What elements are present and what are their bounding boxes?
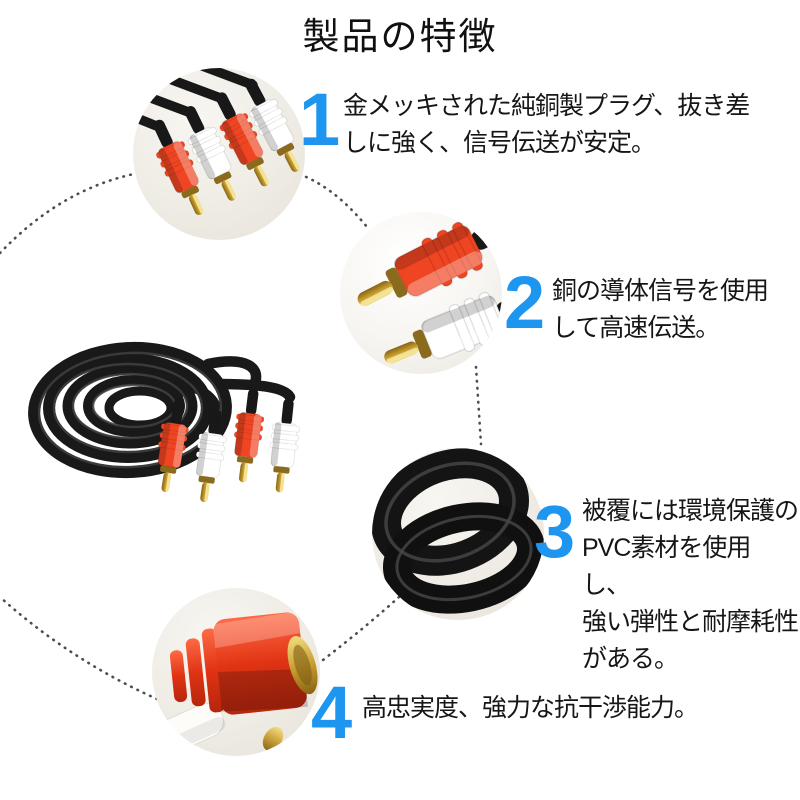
feature-1-number: 1 (299, 78, 341, 161)
feature-1-text: 金メッキされた純銅製プラグ、抜き差 しに強く、信号伝送が安定。 (343, 88, 783, 162)
red-rca-plug (228, 386, 268, 485)
red-connector-closeup-photo (152, 611, 318, 756)
feature-1-photo-bubble (133, 68, 305, 240)
feature-2-photo-bubble (340, 212, 502, 374)
black-cable-coil-closeup-photo (372, 448, 544, 614)
cable-strands (133, 68, 258, 132)
cable-sheen (37, 351, 223, 469)
feature-text-line: がある。 (582, 645, 679, 673)
feature-text-line: しに強く、信号伝送が安定。 (343, 129, 656, 157)
red-white-plug-closeup-photo (345, 212, 502, 374)
dotted-connector-path (0, 595, 159, 701)
dotted-connector-path (0, 172, 136, 255)
feature-text-line: して高速伝送。 (552, 314, 720, 342)
feature-4-number: 4 (311, 671, 353, 754)
dotted-connector-path (474, 365, 483, 446)
feature-text-line: 金メッキされた純銅製プラグ、抜き差 (343, 92, 750, 120)
feature-text-line: 高忠実度、強力な抗干渉能力。 (362, 694, 699, 722)
feature-text-line: PVC素材を使用し、 (582, 534, 751, 599)
feature-3-number: 3 (534, 490, 576, 573)
feature-4-photo-bubble (152, 588, 320, 756)
feature-text-line: 被覆には環境保護の (582, 497, 799, 525)
white-rca-plug (264, 396, 304, 495)
feature-text-line: 強い弾性と耐摩耗性 (582, 608, 799, 636)
four-rca-plugs-photo (133, 68, 305, 222)
feature-3-text: 被覆には環境保護の PVC素材を使用し、 強い弾性と耐摩耗性 がある。 (582, 493, 799, 678)
feature-text-line: 銅の導体信号を使用 (552, 277, 769, 305)
coiled-rca-cable-product-photo (28, 341, 304, 505)
gold-tip-glint (262, 726, 284, 752)
feature-4-text: 高忠実度、強力な抗干渉能力。 (362, 690, 800, 727)
feature-2-number: 2 (504, 261, 546, 344)
feature-3-photo-bubble (372, 448, 544, 620)
feature-2-text: 銅の導体信号を使用 して高速伝送。 (552, 273, 792, 347)
coiled-cable (372, 448, 544, 614)
white-connector (152, 702, 226, 756)
page-title: 製品の特徴 (302, 16, 498, 57)
red-connector-body (169, 611, 318, 715)
